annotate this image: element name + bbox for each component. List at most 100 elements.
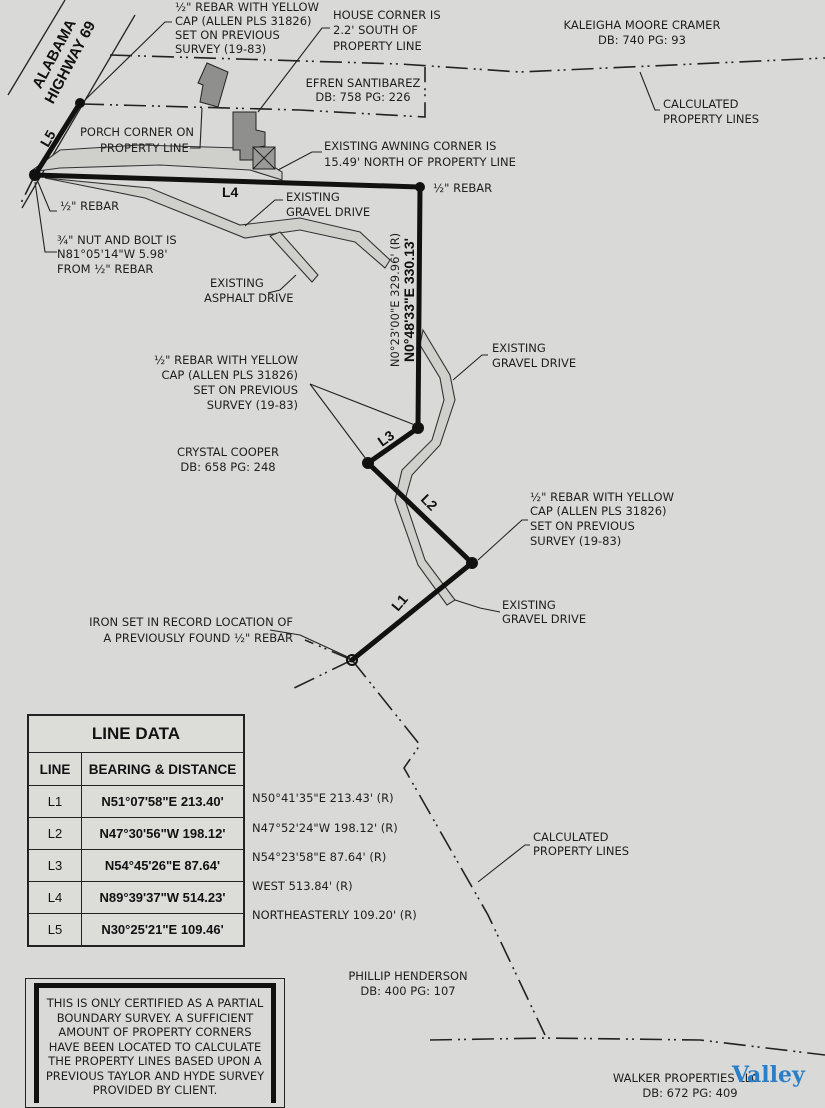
svg-text:DB: 672 PG: 409: DB: 672 PG: 409: [642, 1086, 737, 1100]
note-gravel-drive-3: EXISTING GRAVEL DRIVE: [502, 598, 586, 626]
leader: [639, 71, 660, 111]
line-label-l4: L4: [222, 184, 239, 200]
column-header-line: LINE: [27, 752, 82, 786]
svg-text:CALCULATED: CALCULATED: [663, 97, 739, 111]
highway-row-line: [7, 0, 66, 96]
svg-text:½" REBAR WITH YELLOW: ½" REBAR WITH YELLOW: [530, 490, 674, 504]
svg-text:CAP (ALLEN PLS 31826): CAP (ALLEN PLS 31826): [530, 504, 667, 518]
svg-text:HOUSE CORNER IS: HOUSE CORNER IS: [333, 8, 441, 22]
svg-text:PORCH CORNER ON: PORCH CORNER ON: [80, 125, 194, 139]
note-calc-lines-bottom: CALCULATED PROPERTY LINES: [533, 830, 629, 858]
disclaimer-box: THIS IS ONLY CERTIFIED AS A PARTIAL BOUN…: [25, 978, 285, 1108]
leader: [454, 599, 501, 613]
svg-text:EXISTING: EXISTING: [286, 190, 340, 204]
note-gravel-drive-1: EXISTING GRAVEL DRIVE: [286, 190, 370, 219]
leader: [244, 199, 283, 227]
house-efren: [197, 62, 229, 108]
owner-crystal: CRYSTAL COOPER DB: 658 PG: 248: [177, 445, 279, 474]
svg-text:PROPERTY LINES: PROPERTY LINES: [663, 112, 759, 126]
svg-text:DB: 658 PG: 248: DB: 658 PG: 248: [180, 460, 275, 474]
note-asphalt-drive: EXISTING ASPHALT DRIVE: [204, 276, 294, 305]
svg-text:N81°05'14"W 5.98': N81°05'14"W 5.98': [57, 247, 168, 261]
svg-text:CALCULATED: CALCULATED: [533, 830, 609, 844]
line-label-l1: L1: [388, 591, 411, 614]
leader: [37, 181, 57, 212]
line-id: L2: [27, 817, 82, 850]
adjacent-line-nw: [304, 639, 353, 661]
efren-property-line: [81, 67, 426, 118]
svg-text:CRYSTAL COOPER: CRYSTAL COOPER: [177, 445, 279, 459]
north-property-line: [109, 54, 825, 73]
svg-text:SURVEY (19-83): SURVEY (19-83): [207, 398, 298, 412]
note-gravel-drive-2: EXISTING GRAVEL DRIVE: [492, 341, 576, 370]
svg-text:ASPHALT DRIVE: ASPHALT DRIVE: [204, 291, 294, 305]
svg-text:EFREN SANTIBAREZ: EFREN SANTIBAREZ: [306, 76, 421, 90]
svg-text:½" REBAR WITH YELLOW: ½" REBAR WITH YELLOW: [154, 353, 298, 367]
owner-walker: WALKER PROPERTIES LLC DB: 672 PG: 409: [613, 1071, 759, 1100]
line-id: L5: [27, 913, 82, 947]
corner-markers: [29, 98, 478, 569]
note-rebar-w: ½" REBAR: [60, 199, 119, 213]
awning: [252, 146, 276, 170]
svg-text:GRAVEL DRIVE: GRAVEL DRIVE: [492, 356, 576, 370]
svg-text:PHILLIP HENDERSON: PHILLIP HENDERSON: [348, 969, 467, 983]
note-awning-corner: EXISTING AWNING CORNER IS 15.49' NORTH O…: [324, 139, 516, 169]
leader: [277, 151, 322, 171]
gravel-drive-north: [29, 144, 283, 181]
leader: [267, 274, 297, 294]
gravel-drive-west: [44, 177, 391, 269]
record-bearing: N47°52'24"W 198.12' (R): [252, 821, 398, 835]
calculated-property-line-bottom: [429, 1037, 825, 1056]
line-label-l5: L5: [37, 127, 59, 149]
svg-text:PROPERTY LINES: PROPERTY LINES: [533, 844, 629, 858]
line-id: L3: [27, 849, 82, 882]
watermark-logo: Valley: [732, 1062, 805, 1088]
svg-text:SURVEY (19-83): SURVEY (19-83): [175, 42, 266, 56]
note-calc-lines-top: CALCULATED PROPERTY LINES: [663, 97, 759, 126]
record-bearing: NORTHEASTERLY 109.20' (R): [252, 908, 417, 922]
road-label: ALABAMA HIGHWAY 69: [29, 16, 99, 106]
owner-kaleigha: KALEIGHA MOORE CRAMER DB: 740 PG: 93: [564, 18, 721, 47]
record-bearing: WEST 513.84' (R): [252, 879, 353, 893]
owner-phillip: PHILLIP HENDERSON DB: 400 PG: 107: [348, 969, 467, 998]
svg-text:EXISTING: EXISTING: [502, 598, 556, 612]
svg-text:CAP (ALLEN PLS 31826): CAP (ALLEN PLS 31826): [175, 14, 312, 28]
leader: [309, 383, 416, 460]
svg-text:DB: 758 PG: 226: DB: 758 PG: 226: [315, 90, 410, 104]
bearing-distance: N30°25'21"E 109.46': [81, 913, 245, 947]
record-bearing: N50°41'35"E 213.43' (R): [252, 791, 394, 805]
bearing-distance: N47°30'56"W 198.12': [81, 817, 245, 850]
svg-text:SET ON PREVIOUS: SET ON PREVIOUS: [530, 519, 635, 533]
line-id: L4: [27, 881, 82, 914]
svg-text:IRON SET IN RECORD LOCATION OF: IRON SET IN RECORD LOCATION OF: [89, 615, 293, 629]
adjacent-line-sw: [289, 659, 353, 691]
leader: [190, 107, 203, 149]
svg-text:KALEIGHA MOORE CRAMER: KALEIGHA MOORE CRAMER: [564, 18, 721, 32]
table-title: LINE DATA: [27, 714, 245, 753]
gravel-drive-east: [394, 328, 456, 606]
svg-text:SURVEY (19-83): SURVEY (19-83): [530, 534, 621, 548]
leader: [269, 629, 351, 659]
svg-text:EXISTING: EXISTING: [492, 341, 546, 355]
leader: [84, 21, 172, 101]
column-header-bearing: BEARING & DISTANCE: [81, 752, 245, 786]
svg-text:WALKER PROPERTIES LLC: WALKER PROPERTIES LLC: [613, 1071, 759, 1085]
bearing-distance: N54°45'26"E 87.64': [81, 849, 245, 882]
svg-text:DB: 740 PG: 93: DB: 740 PG: 93: [598, 33, 686, 47]
line-id: L1: [27, 785, 82, 818]
svg-text:GRAVEL DRIVE: GRAVEL DRIVE: [286, 205, 370, 219]
note-rebar-ne: ½" REBAR: [433, 181, 492, 195]
disclaimer-text: THIS IS ONLY CERTIFIED AS A PARTIAL BOUN…: [34, 983, 276, 1103]
calculated-property-line-south: [351, 659, 546, 1036]
svg-text:PROPERTY LINE: PROPERTY LINE: [333, 39, 422, 53]
svg-text:2.2' SOUTH OF: 2.2' SOUTH OF: [333, 23, 418, 37]
svg-text:½" REBAR WITH YELLOW: ½" REBAR WITH YELLOW: [175, 0, 319, 14]
note-house-corner: HOUSE CORNER IS 2.2' SOUTH OF PROPERTY L…: [333, 8, 441, 53]
owner-efren: EFREN SANTIBAREZ DB: 758 PG: 226: [306, 76, 421, 104]
svg-text:DB: 400 PG: 107: DB: 400 PG: 107: [360, 984, 455, 998]
